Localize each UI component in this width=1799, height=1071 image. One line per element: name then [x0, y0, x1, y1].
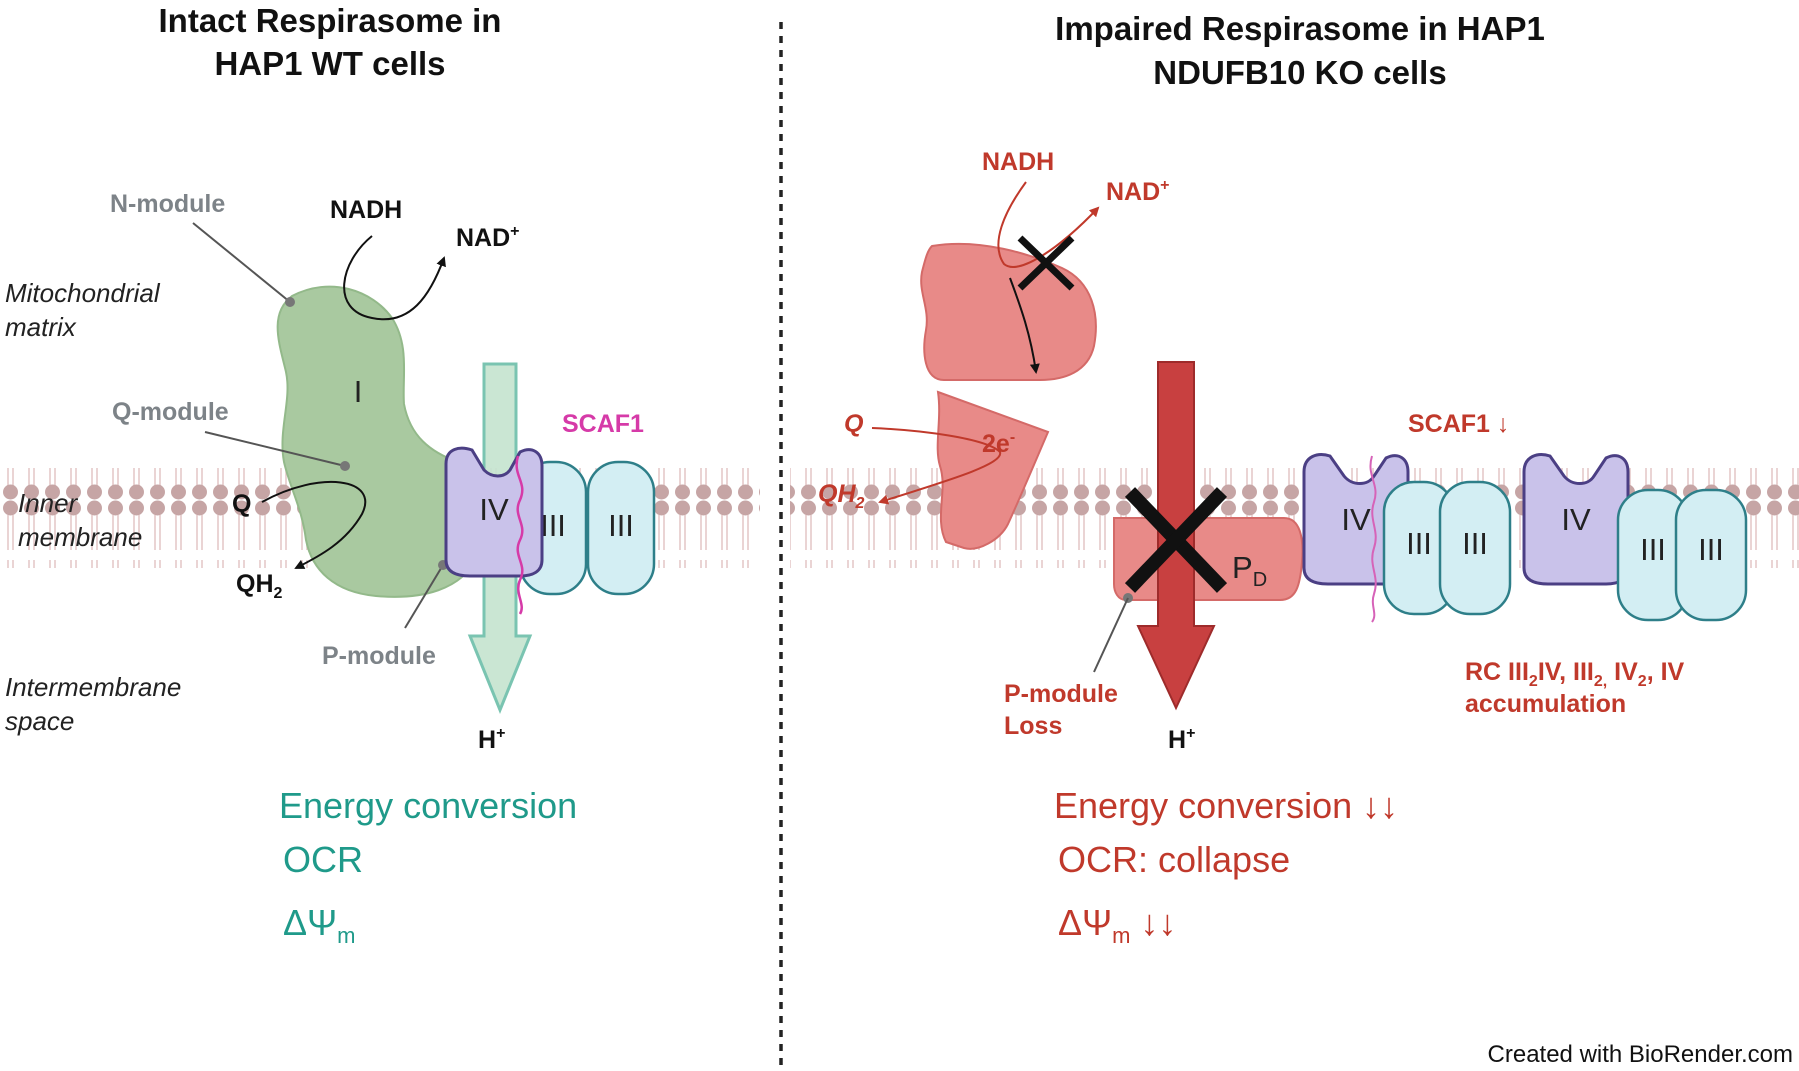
q-module-dot	[340, 461, 350, 471]
left-scaf1-squiggle	[515, 455, 524, 615]
left-complex-III-b	[586, 460, 656, 596]
right-nad-label: NAD+	[1106, 177, 1170, 206]
left-ocr-text: OCR	[283, 839, 363, 880]
right-complex-III-d-label: III	[1698, 532, 1724, 567]
right-complex-IV-b-label: IV	[1561, 502, 1591, 537]
q-module-label: Q-module	[112, 398, 229, 426]
right-energy-text: Energy conversion ↓↓	[1054, 785, 1398, 826]
right-complex-III-a-label: III	[1406, 526, 1432, 561]
matrix-label-1: Mitochondrial	[5, 278, 161, 308]
biorender-credit: Created with BioRender.com	[1488, 1041, 1793, 1068]
rc-accumulation-line2: accumulation	[1465, 690, 1626, 718]
left-title-line2: HAP1 WT cells	[214, 45, 445, 82]
left-title-line1: Intact Respirasome in	[159, 2, 502, 39]
right-complex-IV-b	[1522, 453, 1630, 586]
right-complex-IV-a	[1302, 453, 1410, 586]
complex-I-label: I	[354, 374, 363, 409]
right-complex-III-c-label: III	[1640, 532, 1666, 567]
right-nadh-arrow	[997, 181, 1100, 268]
inner-membrane-label-2: membrane	[18, 522, 142, 552]
right-complex-III-b	[1438, 480, 1512, 616]
p-module-pointer	[404, 564, 444, 629]
left-complex-IV-label: IV	[479, 492, 509, 527]
right-pd-label: PD	[1232, 550, 1267, 591]
left-q-label: Q	[232, 490, 251, 518]
right-ocr-text: OCR: collapse	[1058, 839, 1290, 880]
right-title-line1: Impaired Respirasome in HAP1	[1055, 10, 1545, 47]
n-module-pointer	[192, 222, 291, 303]
right-n-to-q-arrow	[1009, 277, 1040, 374]
left-nad-label: NAD+	[456, 223, 520, 252]
right-dpsi-text: ΔΨm ↓↓	[1058, 902, 1176, 948]
p-loss-label-1: P-module	[1004, 680, 1118, 708]
right-title-line2: NDUFB10 KO cells	[1153, 54, 1446, 91]
left-h-label: H+	[478, 725, 505, 754]
p-module-label: P-module	[322, 642, 436, 670]
right-complex-III-b-label: III	[1462, 526, 1488, 561]
left-nadh-label: NADH	[330, 196, 402, 224]
right-h-label: H+	[1168, 725, 1195, 754]
left-scaf1-label: SCAF1	[562, 410, 644, 438]
left-qh2-label: QH2	[236, 570, 283, 602]
left-q-arrow	[261, 481, 367, 569]
left-dpsi-text: ΔΨm	[283, 902, 355, 948]
right-q-label: Q	[844, 410, 864, 438]
right-nadh-label: NADH	[982, 148, 1054, 176]
right-complex-III-d	[1674, 488, 1748, 622]
right-big-x-2	[1124, 487, 1228, 593]
right-scaf1-squiggle	[1369, 455, 1377, 623]
ims-label-1: Intermembrane	[5, 672, 181, 702]
ims-label-2: space	[5, 706, 74, 736]
matrix-label-2: matrix	[5, 312, 77, 342]
right-q-arrow	[871, 427, 1002, 505]
right-2e-label: 2e-	[982, 429, 1015, 458]
right-nadh-block-x-2	[1017, 235, 1075, 291]
left-nadh-arrow	[343, 235, 446, 321]
n-module-dot	[285, 297, 295, 307]
right-pd-fragment	[1113, 517, 1304, 601]
right-q-module-fragment	[936, 390, 1050, 550]
right-n-module-fragment	[920, 242, 1097, 381]
left-complex-III-b-label: III	[608, 508, 634, 543]
complex-I-shape	[276, 285, 488, 598]
right-complex-IV-a-label: IV	[1341, 502, 1371, 537]
n-module-label: N-module	[110, 190, 225, 218]
inner-membrane-label-1: Inner	[18, 488, 79, 518]
left-energy-text: Energy conversion	[279, 785, 577, 826]
left-complex-III-a-label: III	[540, 508, 566, 543]
right-qh2-label: QH2	[818, 480, 865, 512]
p-loss-pointer	[1093, 597, 1129, 673]
q-module-pointer	[204, 431, 346, 467]
p-loss-label-2: Loss	[1004, 712, 1062, 740]
rc-accumulation-line1: RC III2IV, III2, IV2, IV	[1465, 658, 1685, 690]
right-scaf1-label: SCAF1 ↓	[1408, 410, 1509, 438]
